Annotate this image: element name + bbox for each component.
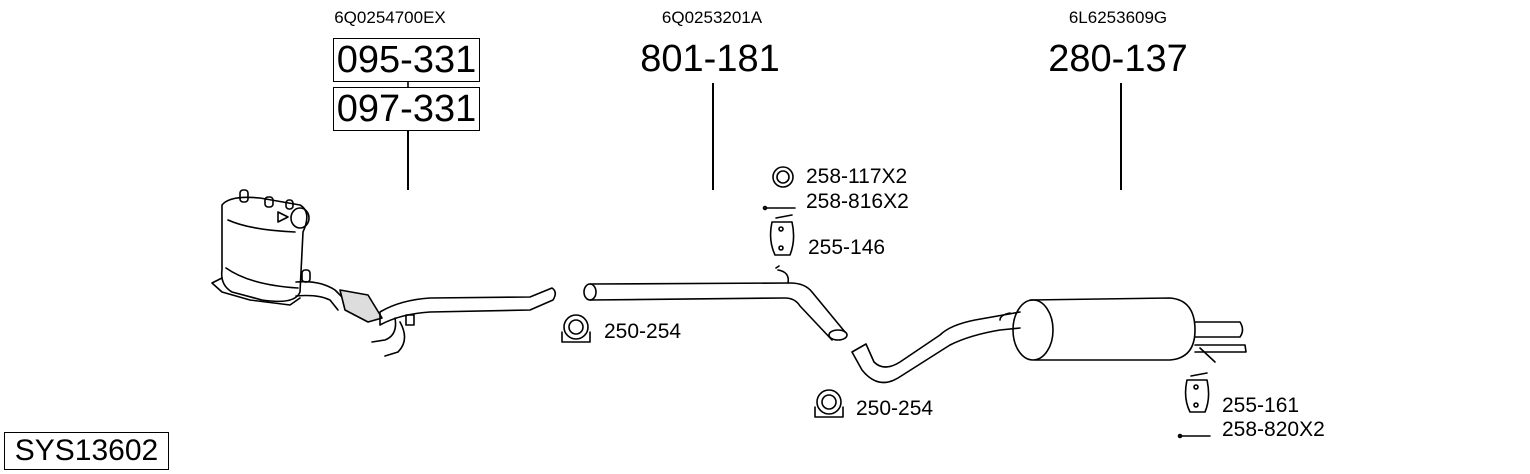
bolt-icon: [1177, 433, 1211, 439]
leader-line: [407, 131, 409, 190]
bolt-label[interactable]: 258-820X2: [1222, 418, 1325, 441]
gasket-ring-icon: [772, 166, 794, 188]
part-number[interactable]: 801-181: [640, 38, 780, 80]
part-number-box[interactable]: 095-331: [333, 38, 480, 82]
leader-line: [712, 83, 714, 190]
rear-silencer-drawing: [851, 297, 1247, 384]
bolt-label[interactable]: 258-816X2: [806, 190, 909, 213]
clamp-icon: [561, 314, 591, 343]
oe-number: 6Q0253201A: [661, 8, 763, 27]
oe-number: 6Q0254700EX: [334, 8, 446, 27]
hanger-label[interactable]: 255-146: [808, 236, 886, 259]
hanger-label[interactable]: 255-161: [1222, 394, 1300, 417]
intermediate-pipe-drawing: [583, 265, 848, 341]
part-number[interactable]: 280-137: [1048, 38, 1188, 80]
gasket-label[interactable]: 258-117X2: [806, 165, 908, 188]
rubber-hanger-icon: [769, 214, 795, 256]
part-number-box[interactable]: 097-331: [333, 87, 480, 131]
clamp-label[interactable]: 250-254: [856, 397, 934, 420]
particulate-filter-drawing: [211, 189, 557, 357]
clamp-label[interactable]: 250-254: [604, 320, 682, 343]
rubber-hanger-icon: [1184, 372, 1210, 413]
leader-line: [1120, 83, 1122, 190]
oe-number: 6L6253609G: [1068, 8, 1168, 27]
system-id-box: SYS13602: [4, 432, 169, 470]
bolt-icon: [762, 205, 796, 211]
clamp-icon: [814, 389, 844, 418]
